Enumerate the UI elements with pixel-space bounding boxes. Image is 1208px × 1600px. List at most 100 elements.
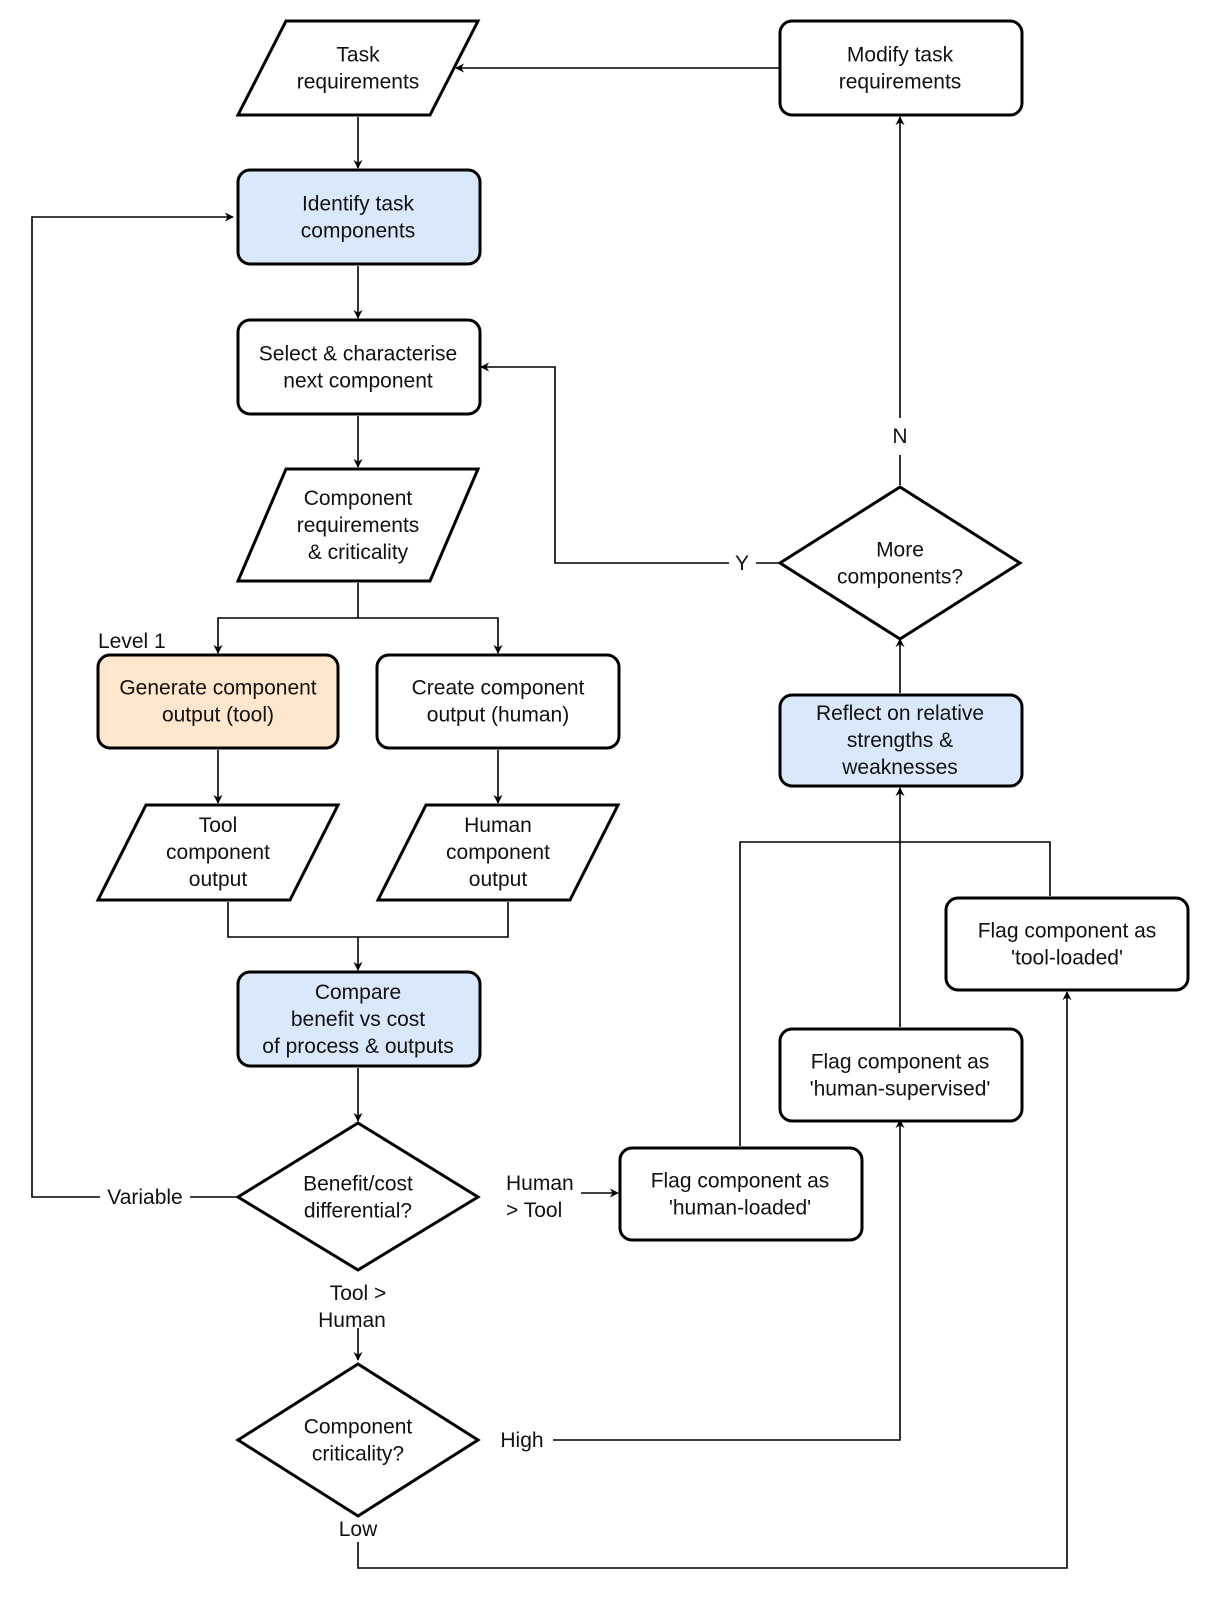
node-label: Human component output (446, 814, 550, 891)
node-label-line: weaknesses (841, 756, 958, 779)
parallelogram-shape (235, 19, 481, 117)
parallelogram-shape (375, 803, 621, 902)
node-label-line: requirements (297, 71, 420, 94)
rounded-rect-shape (236, 318, 482, 416)
human-gt-tool-label-line-2: > Tool (506, 1199, 562, 1222)
node-label: Reflect on relative strengths & weaknesses (816, 702, 984, 779)
rounded-rect-shape (944, 896, 1190, 992)
no-label: N (892, 425, 907, 448)
node-label-line: Flag component as (811, 1051, 990, 1074)
node-label-line: Benefit/cost (303, 1173, 413, 1196)
node-label-line: 'human-supervised' (810, 1078, 991, 1101)
node-label-line: requirements (297, 514, 420, 537)
node-label: Generate component output (tool) (119, 677, 316, 727)
node-label-line: output (189, 868, 248, 891)
rounded-rect-shape (778, 19, 1024, 117)
edge-low-to-tool-loaded (357, 991, 1072, 1569)
rounded-rect-shape (778, 1027, 1024, 1123)
node-label-line: 'tool-loaded' (1011, 947, 1123, 970)
node-label-line: Tool (199, 814, 238, 837)
rounded-rect-shape (778, 693, 1024, 788)
variable-label: Variable (107, 1186, 183, 1209)
node-label-line: Flag component as (651, 1170, 830, 1193)
edge-variable-loop (31, 217, 237, 1198)
node-label-line: 'human-loaded' (669, 1197, 811, 1220)
human-gt-tool-label: Human (506, 1172, 574, 1195)
node-label-line: output (469, 868, 528, 891)
node-label-line: Component (304, 1416, 413, 1439)
node-label-line: Human (464, 814, 532, 837)
node-label-line: of process & outputs (262, 1035, 453, 1058)
node-label: Select & characterise next component (259, 343, 457, 393)
node-label-line: strengths & (847, 729, 953, 752)
node-label-line: requirements (839, 71, 962, 94)
create-component-output-human-node: Create component output (human) (375, 653, 621, 750)
benefit-cost-differential-decision: Benefit/cost differential? (235, 1121, 481, 1272)
node-label-line: component (446, 841, 550, 864)
node-label-line: component (166, 841, 270, 864)
node-label: Benefit/cost differential? (303, 1173, 413, 1223)
node-label: Flag component as 'human-supervised' (810, 1051, 991, 1101)
parallelogram-shape (235, 467, 481, 583)
tool-gt-human-label: Tool > (330, 1282, 387, 1305)
edge-human-loaded-to-reflect (739, 841, 1051, 1146)
reflect-strengths-weaknesses-node: Reflect on relative strengths & weaknesses (778, 693, 1024, 788)
node-label: More components? (837, 539, 963, 589)
node-label-line: Component (304, 487, 413, 510)
flag-human-supervised-node: Flag component as 'human-supervised' (778, 1027, 1024, 1123)
node-label-line: Flag component as (978, 920, 1157, 943)
node-label: Tool component output (166, 814, 270, 891)
level-1-label: Level 1 (98, 630, 166, 653)
node-label-line: Select & characterise (259, 343, 457, 366)
node-label-line: More (876, 539, 924, 562)
tool-component-output-node: Tool component output (95, 803, 341, 902)
edge-outputs-merge (227, 902, 509, 938)
more-components-decision: More components? (777, 485, 1023, 641)
node-label-line: components (301, 220, 415, 243)
rounded-rect-shape (96, 653, 340, 750)
node-label-line: Generate component (119, 677, 316, 700)
rounded-rect-shape (618, 1146, 864, 1242)
node-label-line: Create component (412, 677, 585, 700)
node-label: Component requirements & criticality (297, 487, 420, 564)
generate-component-output-tool-node: Generate component output (tool) (96, 653, 340, 750)
node-label: Flag component as 'human-loaded' (651, 1170, 830, 1220)
flag-human-loaded-node: Flag component as 'human-loaded' (618, 1146, 864, 1242)
tool-gt-human-label-line-2: Human (318, 1309, 386, 1332)
node-label-line: output (tool) (162, 704, 274, 727)
select-characterise-node: Select & characterise next component (236, 318, 482, 416)
diamond-shape (235, 1362, 481, 1518)
node-label-line: & criticality (308, 541, 409, 564)
node-label-line: next component (283, 370, 433, 393)
edge-high-to-human-supervised (553, 1119, 905, 1441)
node-label-line: Identify task (302, 193, 415, 216)
high-label: High (500, 1429, 543, 1452)
edges (31, 63, 1072, 1569)
edge-labels: Level 1 N Y Variable Human > Tool Tool >… (98, 425, 908, 1541)
rounded-rect-shape (236, 970, 482, 1068)
node-label-line: output (human) (427, 704, 569, 727)
edge-component-requirements-split (213, 583, 359, 654)
identify-task-components-node: Identify task components (236, 168, 482, 266)
edge-component-requirements-to-human (358, 617, 503, 654)
node-label-line: Reflect on relative (816, 702, 984, 725)
component-requirements-input: Component requirements & criticality (235, 467, 481, 583)
rounded-rect-shape (375, 653, 621, 750)
node-label: Create component output (human) (412, 677, 585, 727)
flag-tool-loaded-node: Flag component as 'tool-loaded' (944, 896, 1190, 992)
node-label-line: differential? (304, 1200, 412, 1223)
node-label-line: components? (837, 566, 963, 589)
diamond-shape (777, 485, 1023, 641)
parallelogram-shape (95, 803, 341, 902)
node-label: Identify task components (301, 193, 415, 243)
node-label: Flag component as 'tool-loaded' (978, 920, 1157, 970)
human-component-output-node: Human component output (375, 803, 621, 902)
